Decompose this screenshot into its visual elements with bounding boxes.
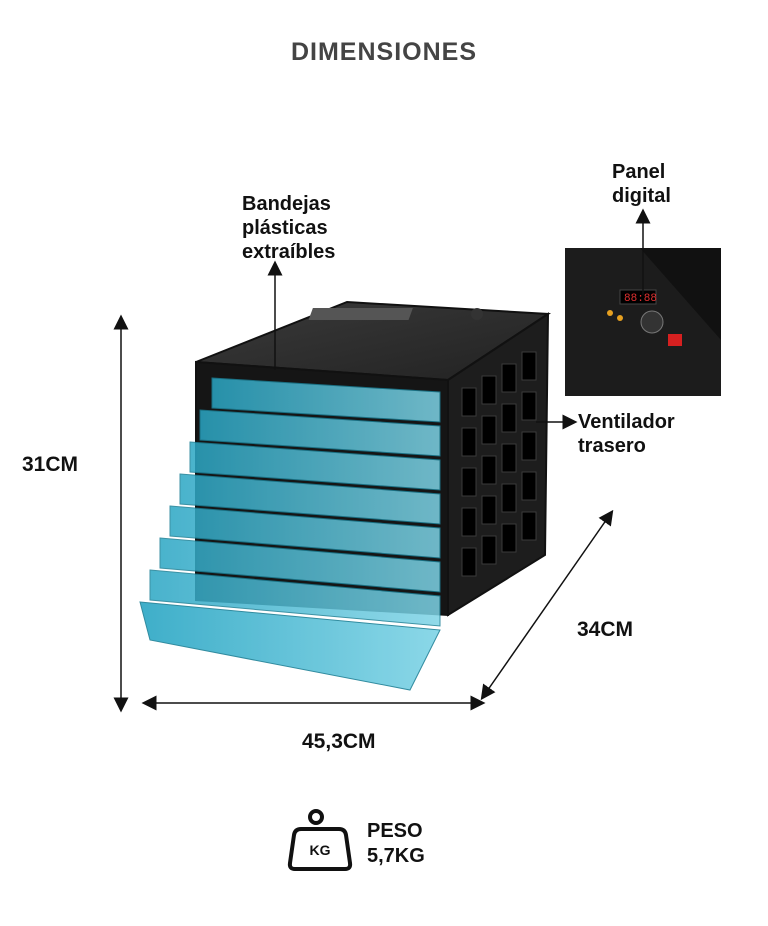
panel-label-line1: Panel — [612, 161, 666, 183]
trays — [139, 377, 441, 691]
panel-label-line2: digital — [612, 185, 671, 207]
fan-label-line1: Ventilador — [578, 411, 675, 433]
side-vents — [461, 351, 537, 577]
weight-value: 5,7KG — [367, 845, 425, 867]
width-dimension: 45,3CM — [302, 730, 376, 753]
panel-label: Panel digital — [612, 160, 671, 208]
fan-label: Ventilador trasero — [578, 410, 675, 458]
depth-dimension: 34CM — [577, 618, 634, 641]
weight-icon-text: KG — [310, 842, 331, 858]
panel-display-text: 88:88 — [624, 293, 657, 305]
depth-arrow — [480, 509, 614, 701]
weight-text: PESO 5,7KG — [367, 819, 425, 869]
tray — [199, 409, 441, 457]
tray — [159, 537, 441, 593]
tray — [189, 441, 441, 491]
tray — [139, 601, 441, 691]
page-title: DIMENSIONES — [290, 38, 478, 66]
tray — [169, 505, 441, 559]
tray — [211, 377, 441, 423]
trays-label-line2: plásticas — [242, 217, 328, 239]
trays-label: Bandejas plásticas extraíbles — [242, 192, 335, 264]
tray — [179, 473, 441, 525]
dimension-arrows — [113, 208, 651, 713]
weight-label: PESO — [367, 820, 423, 842]
weight-block: KG PESO 5,7KG — [287, 807, 487, 877]
fan-label-line2: trasero — [578, 435, 646, 457]
height-dimension: 31CM — [22, 453, 79, 476]
trays-label-line1: Bandejas — [242, 193, 331, 215]
tray — [149, 569, 441, 627]
weight-icon: KG — [287, 809, 353, 871]
trays-label-line3: extraíbles — [242, 241, 336, 263]
